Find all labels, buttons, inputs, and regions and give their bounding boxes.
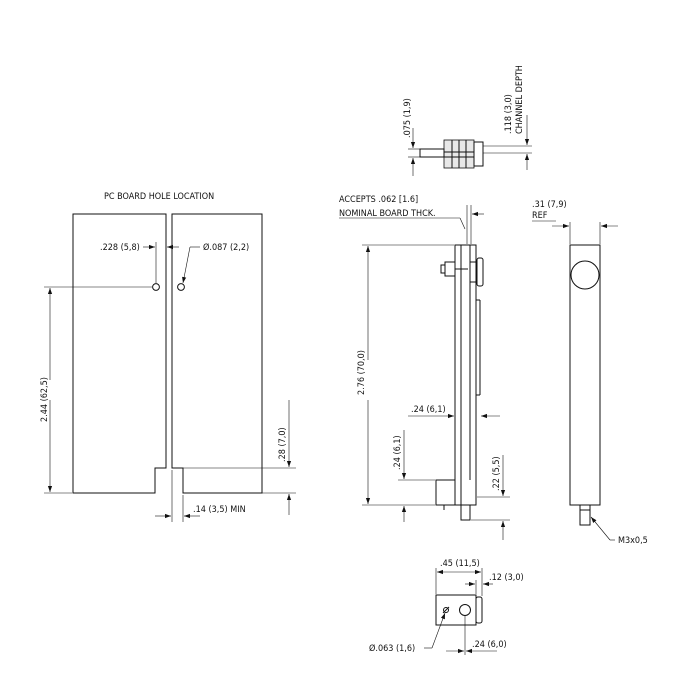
dim-12-label: .12 (3,0) — [489, 573, 524, 583]
pc-board-outline — [72, 213, 167, 494]
dim-063-label: Ø.063 (1,6) — [369, 643, 415, 654]
dim-087-label: Ø.087 (2,2) — [203, 242, 249, 253]
dim-24-b-label: .24 (6,0) — [472, 640, 507, 650]
dim-118-label: .118 (3,0) — [504, 94, 514, 134]
end-knob — [570, 260, 600, 290]
end-body — [569, 244, 601, 506]
dim-45-label: .45 (11,5) — [440, 559, 480, 569]
pc-board-title: PC BOARD HOLE LOCATION — [104, 192, 214, 202]
pc-board-view: PC BOARD HOLE LOCATION .228 (5,8) Ø.087 … — [40, 192, 296, 522]
dim-244-label: 2.44 (62,5) — [40, 377, 50, 422]
board-hole-right — [177, 283, 185, 291]
dim-075-label: .075 (1,9) — [403, 98, 413, 138]
dim-31-label: .31 (7,9) — [532, 200, 567, 210]
board-hole-left — [152, 283, 160, 291]
ref-label: REF — [532, 211, 548, 221]
dim-28-label: .28 (7,0) — [278, 427, 288, 462]
side-body — [454, 244, 477, 506]
dim-24-h-label: .24 (6,1) — [411, 405, 446, 415]
accepts-label-2: NOMINAL BOARD THCK. — [339, 209, 436, 219]
top-view: .075 (1,9) .118 (3,0) CHANNEL DEPTH — [403, 65, 532, 176]
dim-22-label: .22 (5,5) — [492, 456, 502, 491]
dim-24-v-label: .24 (6,1) — [393, 435, 403, 470]
dim-14-label: .14 (3,5) MIN — [193, 505, 246, 515]
end-view: .31 (7,9) REF M3x0,5 — [532, 200, 648, 546]
dim-228-label: .228 (5,8) — [100, 243, 140, 253]
dim-276-label: 2.76 (70,0) — [357, 350, 367, 395]
side-view: ACCEPTS .062 [1.6] NOMINAL BOARD THCK. 2… — [339, 195, 510, 540]
m3-label: M3x0,5 — [618, 536, 648, 546]
pc-board-outline-right — [171, 213, 263, 494]
channel-depth-label: CHANNEL DEPTH — [515, 65, 525, 134]
bottom-view: .45 (11,5) .12 (3,0) Ø.063 (1,6) .24 (6,… — [369, 559, 524, 655]
accepts-label-1: ACCEPTS .062 [1.6] — [339, 195, 418, 205]
